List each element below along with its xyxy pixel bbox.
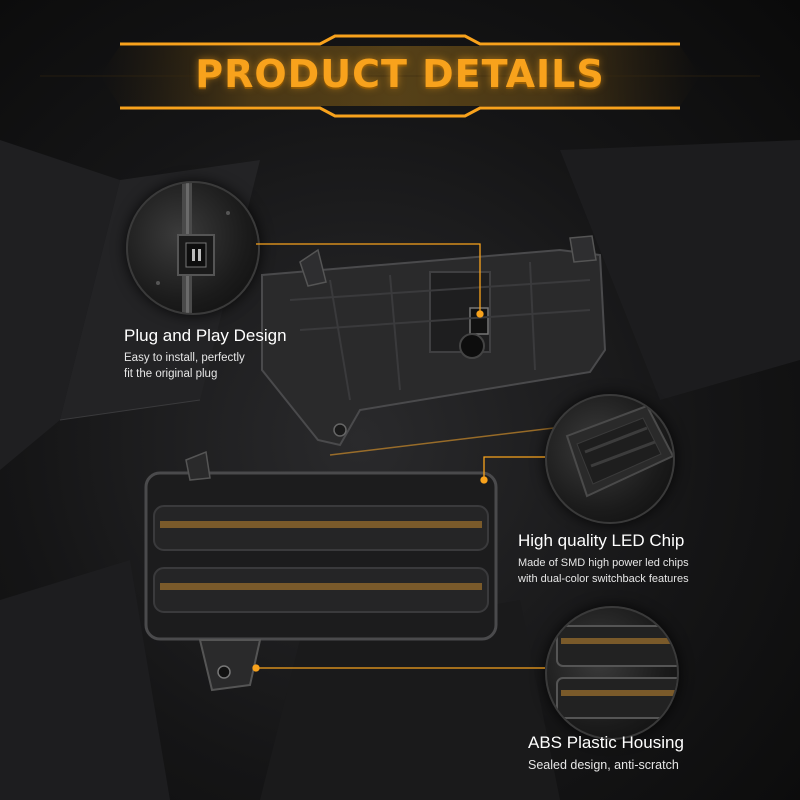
- feature-desc-line: Made of SMD high power led chips: [518, 557, 689, 569]
- feature-desc-line: with dual-color switchback features: [518, 573, 689, 585]
- feature-title: High quality LED Chip: [518, 531, 685, 550]
- front-light-image: [144, 450, 498, 692]
- feature-desc-line: fit the original plug: [124, 368, 218, 380]
- page-title: PRODUCT DETAILS: [195, 52, 605, 96]
- rear-housing-image: [261, 235, 607, 447]
- feature-desc-line: Sealed design, anti-scratch: [528, 758, 679, 772]
- housing-closeup-image: [556, 625, 677, 719]
- product-details-banner: PRODUCT DETAILS: [0, 0, 800, 140]
- feature-plug-and-play: Plug and Play Design Easy to install, pe…: [124, 326, 287, 382]
- housing-detail-circle: [545, 606, 679, 740]
- callout-leader-lines: [252, 243, 545, 672]
- feature-title: Plug and Play Design: [124, 326, 287, 345]
- led-closeup-image: [565, 404, 673, 498]
- feature-led-chip: High quality LED Chip Made of SMD high p…: [518, 531, 689, 587]
- feature-abs-housing: ABS Plastic Housing Sealed design, anti-…: [528, 733, 684, 773]
- plug-detail-circle: [126, 181, 260, 315]
- feature-title: ABS Plastic Housing: [528, 733, 684, 752]
- feature-desc-line: Easy to install, perfectly: [124, 352, 245, 364]
- connector-closeup-image: [156, 183, 230, 313]
- led-chip-detail-circle: [545, 394, 675, 524]
